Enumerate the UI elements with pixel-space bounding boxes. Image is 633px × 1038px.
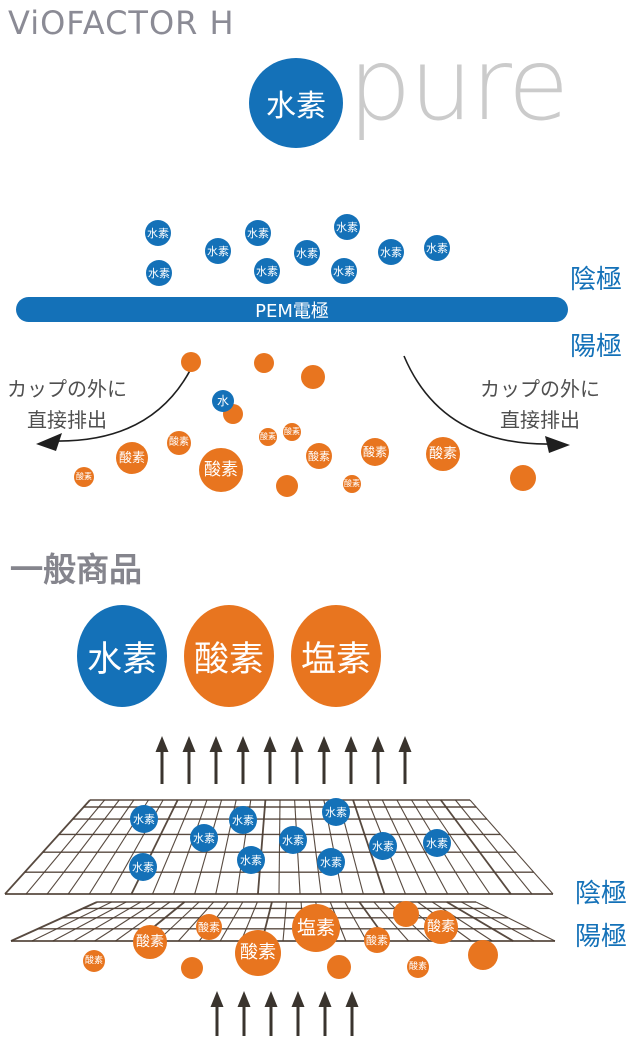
oxygen-bubble: 酸素 <box>361 438 389 466</box>
hydrogen-bubble: 水素 <box>254 258 280 284</box>
hydrogen-hero-badge: 水素 <box>249 58 343 148</box>
gas-bubble <box>327 955 351 979</box>
cathode-label-top: 陰極 <box>570 265 623 295</box>
hydrogen-bubble: 水素 <box>317 848 345 876</box>
anode-label-top: 陽極 <box>570 332 623 362</box>
gas-bubble <box>510 465 536 491</box>
hydrogen-bubble: 水素 <box>331 258 357 284</box>
general-products-heading: 一般商品 <box>10 550 142 589</box>
oxygen-bubble: 酸素 <box>407 956 429 978</box>
hydrogen-bubble: 水素 <box>245 220 271 246</box>
hydrogen-bubble: 水素 <box>145 220 171 246</box>
hydrogen-bubble: 水素 <box>237 846 265 874</box>
oxygen-bubble: 酸素 <box>235 930 281 976</box>
oxygen-bubble: 酸素 <box>364 927 390 953</box>
bottom-arrows-group <box>210 991 359 1036</box>
hydrogen-bubble: 水素 <box>378 239 404 265</box>
left-discharge-note-line1: カップの外に <box>7 377 127 401</box>
oxygen-bubble: 酸素 <box>167 431 191 455</box>
hydrogen-bubble: 水素 <box>294 240 320 266</box>
gas-bubble <box>181 957 203 979</box>
oxygen-bubble: 酸素 <box>259 428 277 446</box>
gas-bubble <box>276 475 298 497</box>
hydrogen-bubble: 水素 <box>424 235 450 261</box>
hydrogen-bubble: 水素 <box>423 829 451 857</box>
anode-label-bottom: 陽極 <box>575 922 628 952</box>
anode-mesh <box>10 901 556 942</box>
big-circle-hydrogen: 水素 <box>77 605 167 707</box>
brand-title: ViOFACTOR H <box>8 4 235 42</box>
left-discharge-note-line2: 直接排出 <box>27 408 107 432</box>
right-discharge-note-line2: 直接排出 <box>500 408 580 432</box>
oxygen-bubble: 酸素 <box>424 910 458 944</box>
oxygen-bubble: 酸素 <box>133 925 167 959</box>
hydrogen-bubble: 水素 <box>279 826 307 854</box>
hydrogen-bubble: 水素 <box>369 832 397 860</box>
hydrogen-bubble: 水素 <box>146 260 172 286</box>
hydrogen-bubble: 水素 <box>190 824 218 852</box>
oxygen-bubble: 酸素 <box>116 442 148 474</box>
cathode-mesh <box>4 799 554 895</box>
hydrogen-bubble: 水素 <box>334 214 360 240</box>
left-discharge-note: カップの外に 直接排出 <box>0 374 134 436</box>
big-circle-hydrogen-label: 水素 <box>86 639 157 680</box>
hydrogen-bubble: 水素 <box>205 238 231 264</box>
big-circle-chlorine-label: 塩素 <box>300 639 371 680</box>
left-curved-arrow <box>36 355 198 451</box>
gas-bubble <box>254 353 274 373</box>
pem-electrode-label: PEM電極 <box>255 300 329 322</box>
gas-bubble <box>301 365 325 389</box>
gas-bubble <box>393 901 419 927</box>
big-circle-oxygen-label: 酸素 <box>193 639 264 680</box>
oxygen-bubble: 酸素 <box>83 950 105 972</box>
pem-electrode-bar: PEM電極 <box>16 297 568 322</box>
hydrogen-bubble: 水素 <box>130 805 158 833</box>
water-bubble: 水 <box>212 390 234 412</box>
right-discharge-note: カップの外に 直接排出 <box>470 374 610 436</box>
oxygen-bubble: 酸素 <box>283 423 301 441</box>
oxygen-bubble: 酸素 <box>199 448 243 492</box>
oxygen-bubble: 酸素 <box>306 443 332 469</box>
oxygen-bubble: 酸素 <box>74 467 94 487</box>
top-arrows-group <box>155 736 412 784</box>
oxygen-bubble: 酸素 <box>196 914 222 940</box>
cathode-label-bottom: 陰極 <box>575 879 628 909</box>
right-curved-arrow <box>403 355 570 453</box>
chlorine-bubble: 塩素 <box>292 904 340 952</box>
right-discharge-note-line1: カップの外に <box>480 377 600 401</box>
hydrogen-bubble: 水素 <box>229 806 257 834</box>
big-circle-oxygen: 酸素 <box>184 605 274 707</box>
hydrogen-hero-label: 水素 <box>266 89 326 124</box>
hydrogen-bubble: 水素 <box>322 798 350 826</box>
pure-wordmark: pure <box>348 26 569 143</box>
gas-bubble <box>468 940 498 970</box>
gas-bubble <box>181 352 201 372</box>
hydrogen-bubble: 水素 <box>129 853 157 881</box>
oxygen-bubble: 酸素 <box>343 475 361 493</box>
big-circle-chlorine: 塩素 <box>291 605 381 707</box>
oxygen-bubble: 酸素 <box>426 437 460 471</box>
